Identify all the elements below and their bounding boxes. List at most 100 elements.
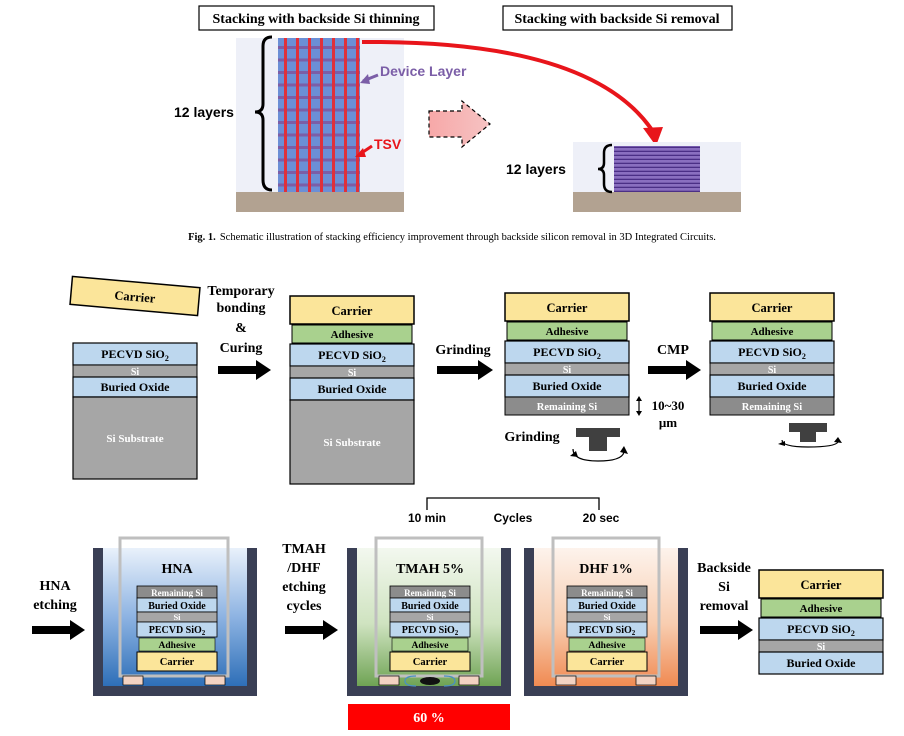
grinding-spindle [589, 437, 607, 451]
svg-text:Buried Oxide: Buried Oxide [737, 379, 807, 393]
cycles-left-time: 10 min [408, 511, 446, 525]
bracket-right [597, 143, 613, 194]
svg-text:Si: Si [173, 612, 181, 622]
svg-text:Carrier: Carrier [590, 657, 625, 668]
svg-text:Remaining Si: Remaining Si [151, 588, 203, 598]
svg-text:Grinding: Grinding [435, 343, 490, 358]
svg-text:Si: Si [426, 612, 434, 622]
svg-text:&: & [235, 321, 247, 336]
etch-progress: 60 % [348, 704, 510, 730]
svg-text:Si: Si [603, 612, 611, 622]
cycles-label: Cycles [494, 511, 533, 525]
left-base [236, 192, 404, 212]
bath-tmah-label: TMAH 5% [396, 562, 464, 577]
svg-text:Adhesive: Adhesive [159, 641, 196, 651]
device-grid [278, 38, 360, 192]
stack-4: Carrier Adhesive PECVD SiO2 Si Buried Ox… [709, 292, 842, 448]
bath-hna-label: HNA [161, 562, 193, 577]
tsv-line [296, 38, 299, 192]
left-stack [278, 38, 360, 192]
svg-text:Remaining Si: Remaining Si [537, 402, 597, 413]
curved-red-arrow [361, 39, 654, 132]
svg-text:Temporary: Temporary [207, 284, 274, 299]
device-layer-line [278, 46, 360, 49]
bath-hna: HNA Remaining Si Buried Oxide Si PECVD S… [93, 536, 257, 696]
grinding-wheel [576, 428, 620, 437]
svg-text:Si: Si [348, 368, 357, 379]
svg-text:Carrier: Carrier [332, 304, 373, 318]
bath-dhf: DHF 1% Remaining Si Buried Oxide Si PECV… [524, 536, 688, 696]
step-backside-removal: Backside Si removal [697, 561, 753, 640]
device-layer-line [278, 183, 360, 187]
step-temp-bonding: Temporary bonding & Curing [207, 284, 275, 380]
device-layer-line [278, 121, 360, 124]
stack-3: Carrier Adhesive PECVD SiO2 Si Buried Ox… [504, 292, 685, 462]
layers-right-label: 12 layers [506, 161, 566, 177]
svg-text:Carrier: Carrier [114, 288, 156, 306]
tsv-arrowhead [355, 148, 366, 157]
svg-text:Carrier: Carrier [547, 301, 588, 315]
svg-text:Buried Oxide: Buried Oxide [317, 382, 387, 396]
tsv-line [332, 38, 335, 192]
device-layer-line [278, 171, 360, 174]
arrow-5 [285, 620, 338, 640]
progress-fill [348, 704, 510, 730]
svg-text:Buried Oxide: Buried Oxide [401, 601, 459, 612]
device-layer-line [278, 108, 360, 112]
bath-dhf-label: DHF 1% [579, 562, 633, 577]
svg-text:10~30: 10~30 [652, 398, 685, 413]
cmp-pad [789, 423, 827, 432]
device-layer-line [278, 58, 360, 62]
svg-text:PECVD SiO2: PECVD SiO2 [738, 345, 806, 361]
fig1-panel: Stacking with backside Si thinning Stack… [174, 5, 741, 243]
fig1-caption: Fig. 1.Schematic illustration of stackin… [188, 232, 716, 243]
stack-1: PECVD SiO2 Si Buried Oxide Si Substrate [72, 342, 198, 480]
svg-text:removal: removal [700, 599, 749, 614]
svg-text:CMP: CMP [657, 343, 689, 358]
stack-final: Carrier Adhesive PECVD SiO2 Si Buried Ox… [758, 569, 884, 675]
svg-text:Carrier: Carrier [752, 301, 793, 315]
device-layer-line [278, 96, 360, 99]
process-row-1: Carrier PECVD SiO2 Si Buried Oxide Si Su… [69, 275, 842, 485]
svg-text:PECVD SiO2: PECVD SiO2 [579, 625, 636, 637]
svg-text:Carrier: Carrier [413, 657, 448, 668]
svg-text:Grinding: Grinding [504, 430, 559, 445]
svg-text:Buried Oxide: Buried Oxide [148, 601, 206, 612]
svg-text:Remaining Si: Remaining Si [404, 588, 456, 598]
device-layer-line [278, 158, 360, 162]
layers-left-label: 12 layers [174, 104, 234, 120]
bracket-left [254, 35, 273, 192]
svg-text:Adhesive: Adhesive [800, 603, 843, 615]
svg-text:μm: μm [659, 415, 677, 430]
cycles-bracket: 10 min Cycles 20 sec [408, 497, 620, 525]
svg-text:Curing: Curing [220, 341, 263, 356]
svg-text:Carrier: Carrier [160, 657, 195, 668]
title-right-box [502, 5, 733, 31]
thin-stack [614, 146, 700, 192]
svg-text:bonding: bonding [216, 301, 265, 316]
tilted-carrier: Carrier [69, 275, 201, 317]
stir-bar [420, 677, 440, 685]
progress-label: 60 % [413, 711, 445, 726]
step-hna-etching: HNA etching [32, 579, 85, 640]
svg-text:etching: etching [33, 598, 77, 613]
svg-text:Remaining Si: Remaining Si [581, 588, 633, 598]
device-layer-line [278, 133, 360, 137]
title-left-box [198, 5, 435, 31]
tsv-line [308, 38, 311, 192]
step-cmp: CMP [648, 343, 701, 380]
svg-text:PECVD SiO2: PECVD SiO2 [318, 348, 386, 364]
title-left: Stacking with backside Si thinning [213, 12, 420, 27]
svg-text:TMAH: TMAH [282, 542, 326, 557]
tsv-label: TSV [374, 136, 402, 152]
tsv-line [344, 38, 347, 192]
bath-hna-holder [118, 536, 230, 678]
title-right: Stacking with backside Si removal [514, 12, 719, 27]
bath-tmah: TMAH 5% Remaining Si Buried Oxide Si PEC… [347, 536, 511, 696]
svg-text:HNA: HNA [39, 579, 71, 594]
cycles-right-time: 20 sec [583, 511, 620, 525]
svg-text:Backside: Backside [697, 561, 751, 576]
arrow-3 [648, 360, 701, 380]
device-layer-line [278, 146, 360, 149]
svg-text:Adhesive: Adhesive [546, 326, 589, 338]
